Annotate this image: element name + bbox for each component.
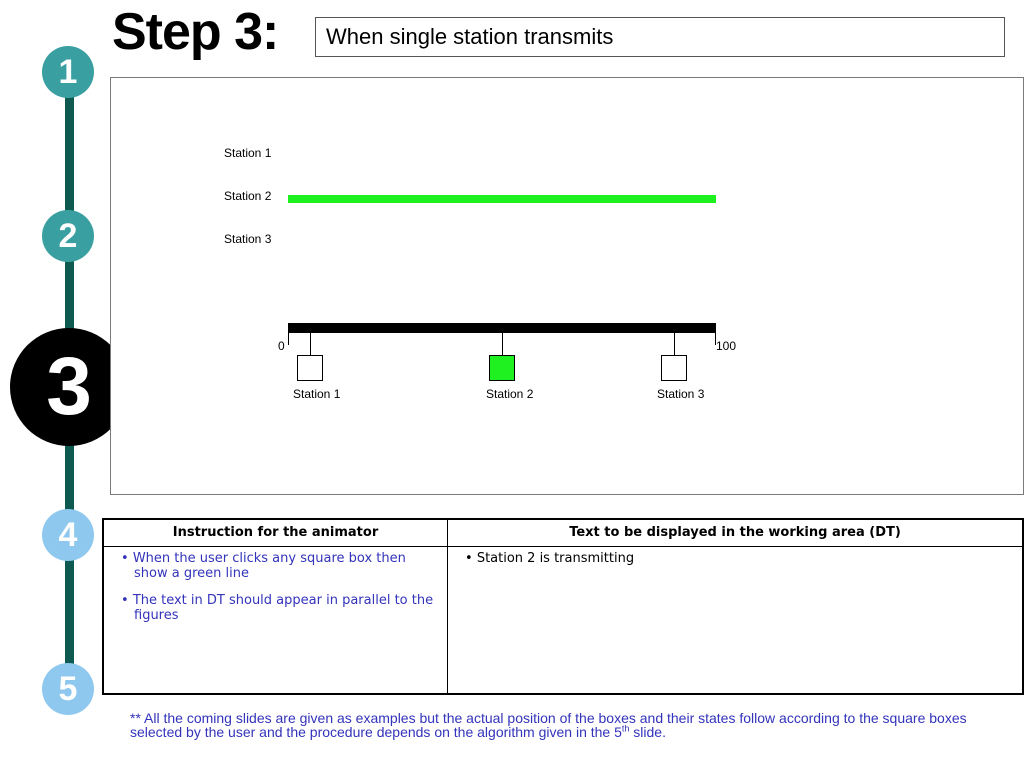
station-2-connector bbox=[502, 333, 503, 355]
step-3-circle-current[interactable]: 3 bbox=[10, 328, 128, 446]
timeline-label-station-2: Station 2 bbox=[224, 189, 272, 203]
footnote-superscript: th bbox=[621, 723, 630, 734]
step-1-circle[interactable]: 1 bbox=[42, 46, 94, 98]
display-text-item: • Station 2 is transmitting bbox=[465, 551, 635, 566]
station-1-box[interactable] bbox=[297, 355, 323, 381]
station-1-connector bbox=[310, 333, 311, 355]
step-2-number: 2 bbox=[58, 216, 78, 255]
timeline-label-station-1: Station 1 bbox=[224, 146, 272, 160]
step-1-number: 1 bbox=[58, 52, 78, 91]
step-5-circle[interactable]: 5 bbox=[42, 663, 94, 715]
network-bus bbox=[288, 323, 716, 333]
footnote-text: ** All the coming slides are given as ex… bbox=[130, 710, 967, 740]
instruction-item: • The text in DT should appear in parall… bbox=[121, 593, 434, 623]
instruction-column-header: Instruction for the animator bbox=[104, 520, 448, 546]
bus-start-label: 0 bbox=[278, 339, 285, 353]
station-1-label: Station 1 bbox=[293, 387, 341, 401]
instruction-column: • When the user clicks any square box th… bbox=[104, 547, 448, 693]
station-3-connector bbox=[674, 333, 675, 355]
timeline-label-station-3: Station 3 bbox=[224, 232, 272, 246]
station-2-box[interactable] bbox=[489, 355, 515, 381]
station-2-label: Station 2 bbox=[486, 387, 534, 401]
display-text-column: • Station 2 is transmitting bbox=[448, 547, 1022, 693]
table-body-row: • When the user clicks any square box th… bbox=[104, 547, 1022, 693]
station-3-label: Station 3 bbox=[657, 387, 705, 401]
instruction-item: • When the user clicks any square box th… bbox=[121, 551, 406, 581]
bus-end-label: 100 bbox=[716, 339, 737, 353]
instructions-table: Instruction for the animator Text to be … bbox=[102, 518, 1024, 695]
page-title: Step 3: bbox=[112, 3, 279, 61]
footnote: ** All the coming slides are given as ex… bbox=[130, 711, 990, 739]
step-4-circle[interactable]: 4 bbox=[42, 509, 94, 561]
step-3-number: 3 bbox=[46, 341, 92, 432]
step-subtitle-box: When single station transmits bbox=[315, 17, 1005, 57]
transmission-line-station-2 bbox=[288, 195, 716, 203]
bus-start-tick bbox=[288, 333, 289, 345]
step-2-circle[interactable]: 2 bbox=[42, 210, 94, 262]
display-text-column-header: Text to be displayed in the working area… bbox=[569, 525, 901, 540]
footnote-suffix: slide. bbox=[629, 724, 666, 740]
working-area bbox=[110, 77, 1024, 495]
station-3-box[interactable] bbox=[661, 355, 687, 381]
table-header-row: Instruction for the animator Text to be … bbox=[104, 520, 1022, 547]
step-5-number: 5 bbox=[58, 669, 78, 708]
step-4-number: 4 bbox=[58, 515, 78, 554]
bus-end-tick bbox=[715, 333, 716, 345]
